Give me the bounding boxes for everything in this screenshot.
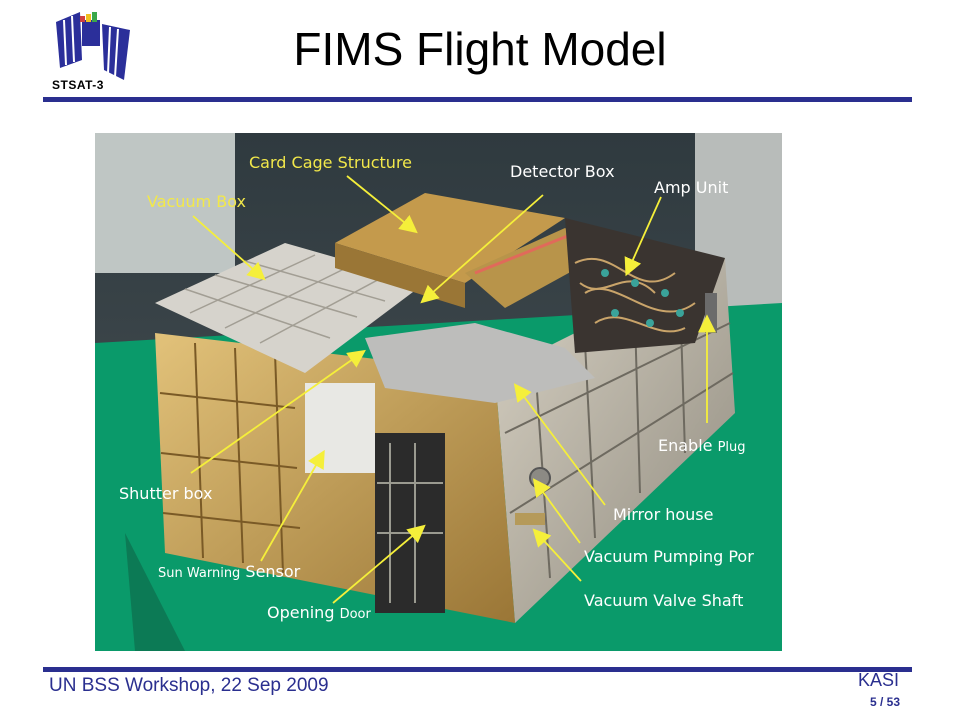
- arrow-mirror-house: [513, 383, 606, 506]
- slide-title: FIMS Flight Model: [293, 23, 667, 75]
- label-mirror-house: Mirror house: [613, 505, 714, 524]
- page-number: 5 / 53: [870, 695, 901, 709]
- arrow-vacuum-pumping: [532, 478, 581, 544]
- bottom-divider: [43, 667, 912, 672]
- arrow-vacuum-box: [192, 215, 266, 281]
- logo-caption: STSAT-3: [52, 78, 104, 92]
- arrow-amp-unit: [624, 196, 662, 277]
- label-vacuum-valve-shaft: Vacuum Valve Shaft: [584, 591, 744, 610]
- top-divider: [43, 97, 912, 102]
- fims-photo: Card Cage Structure Vacuum Box Detector …: [95, 133, 782, 651]
- label-vacuum-box: Vacuum Box: [147, 192, 246, 211]
- label-detector-box: Detector Box: [510, 162, 615, 181]
- arrow-opening-door: [332, 524, 426, 604]
- arrow-sun-warning: [260, 449, 325, 562]
- satellite-body: [82, 20, 100, 46]
- stsat3-logo: [50, 10, 140, 90]
- label-opening-door: Opening Door: [267, 603, 371, 622]
- footer-event: UN BSS Workshop, 22 Sep 2009: [49, 675, 329, 696]
- arrow-shutter-box: [190, 349, 366, 474]
- annotation-arrows: [190, 175, 716, 604]
- footer-org: KASI: [858, 670, 900, 690]
- photo-illustration: [95, 133, 782, 651]
- label-sun-warning: Sun Warning: [158, 566, 241, 581]
- label-amp-unit: Amp Unit: [654, 178, 729, 197]
- arrow-card-cage: [346, 175, 418, 234]
- label-card-cage-structure: Card Cage Structure: [249, 153, 413, 172]
- label-vacuum-pumping-port: Vacuum Pumping Por: [584, 547, 754, 566]
- label-shutter-box: Shutter box: [119, 484, 213, 503]
- label-sun-warning-sensor: Sun Warning Sensor: [158, 562, 300, 581]
- label-sensor: Sensor: [245, 562, 301, 581]
- arrow-vacuum-valve: [532, 528, 582, 582]
- label-door: Door: [339, 607, 371, 622]
- label-enable: Enable: [658, 436, 713, 455]
- arrow-detector-box: [420, 194, 544, 304]
- label-plug: Plug: [717, 440, 746, 455]
- label-opening: Opening: [267, 603, 335, 622]
- label-enable-plug: Enable Plug: [658, 436, 746, 455]
- solar-panel-left: [56, 12, 82, 68]
